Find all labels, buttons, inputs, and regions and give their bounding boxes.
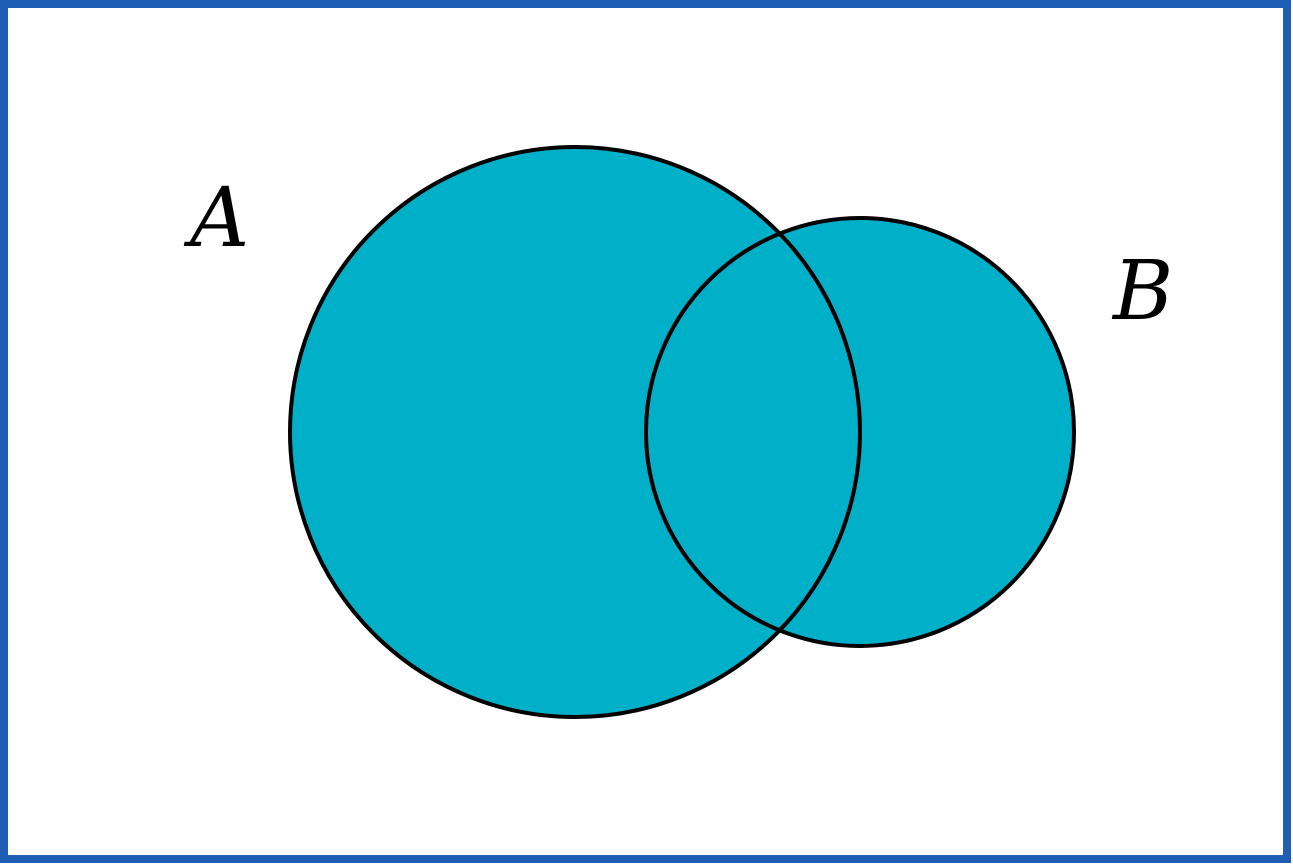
set-a-circle <box>288 145 862 719</box>
set-b-label: B <box>1111 244 1173 339</box>
set-a-label: A <box>183 171 249 266</box>
set-b-circle <box>644 216 1076 648</box>
